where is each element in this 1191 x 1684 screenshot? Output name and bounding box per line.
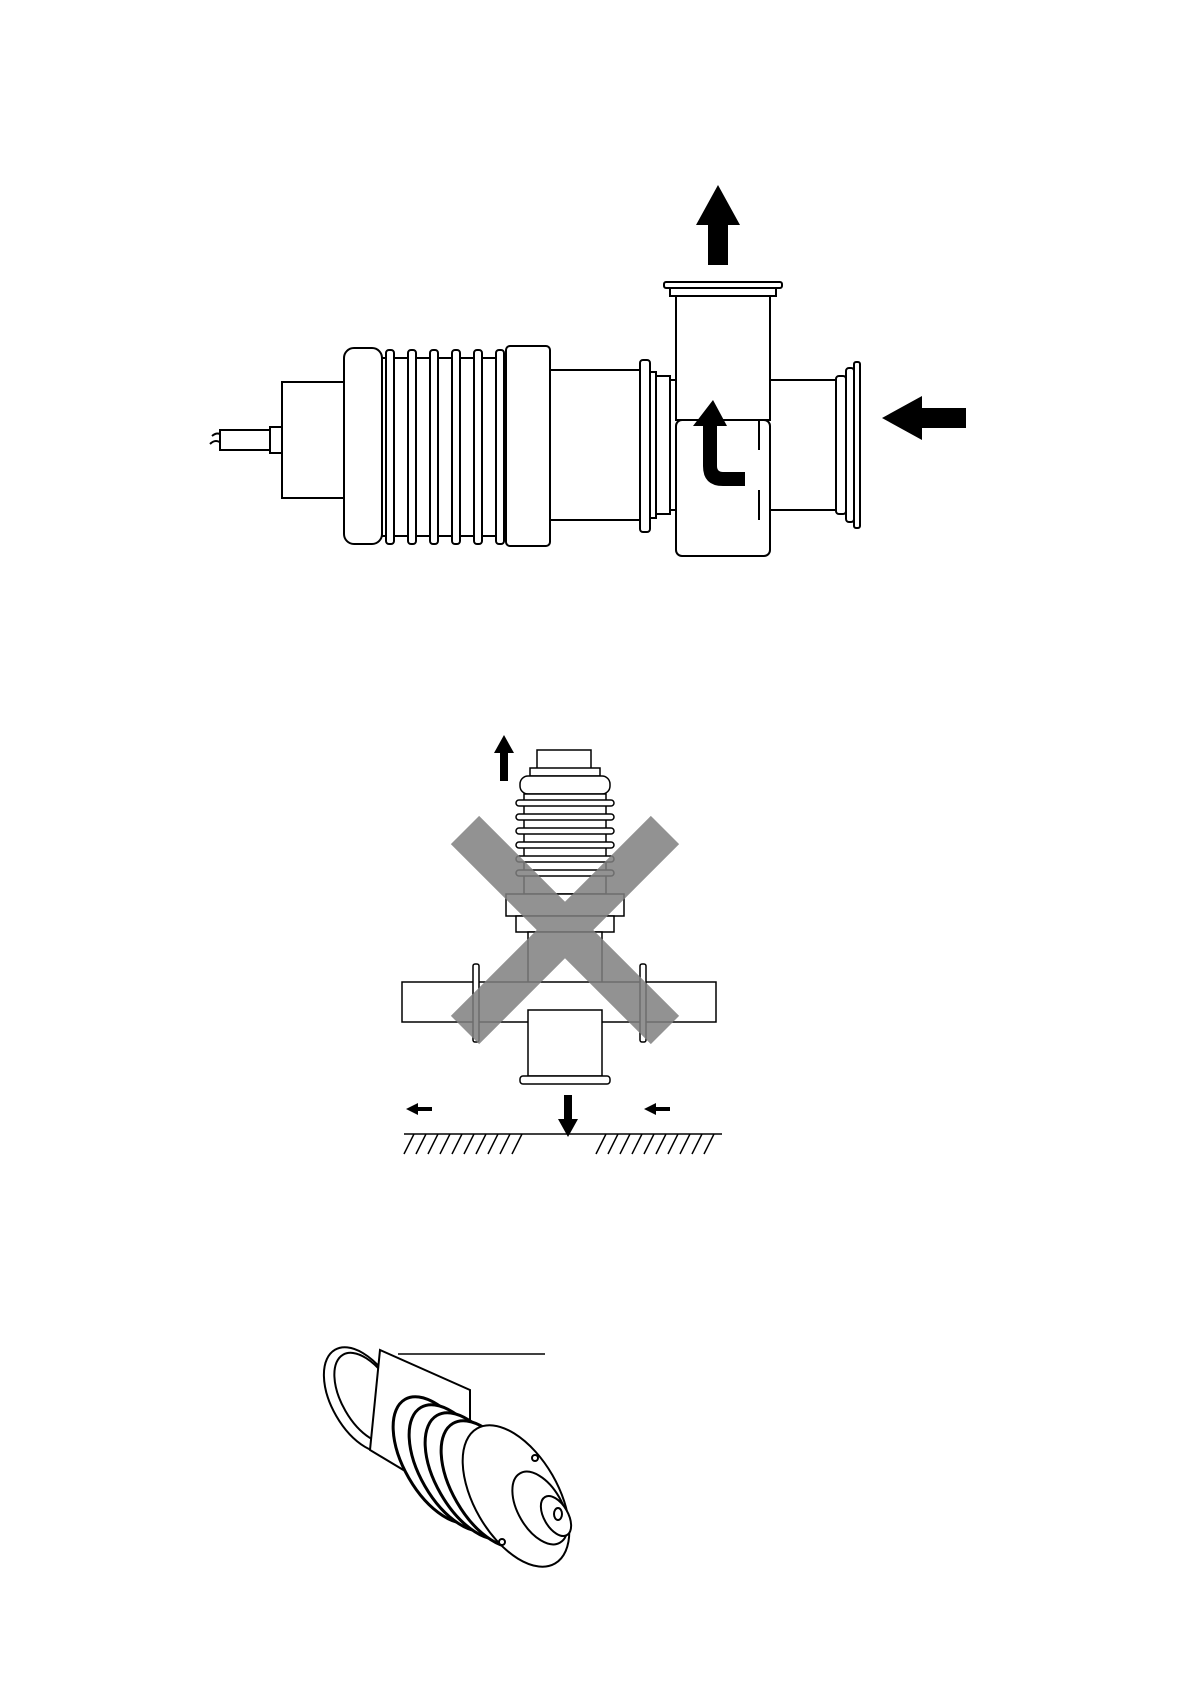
- horizontal-pump-drawing: [0, 150, 1191, 570]
- arrow-left-icon: [882, 396, 966, 440]
- arrow-down-icon: [558, 1095, 578, 1137]
- figure-pump-isometric-view: [0, 1310, 1191, 1580]
- screw-icon: [499, 1539, 505, 1545]
- arrow-up-icon: [494, 735, 514, 781]
- inlet-flange: [836, 362, 860, 528]
- vertical-pump-drawing: [0, 700, 1191, 1160]
- arrow-left-icon: [644, 1103, 670, 1115]
- top-connector-base: [530, 768, 600, 776]
- vertical-lower-body: [528, 1010, 602, 1076]
- motor-housing: [282, 382, 344, 498]
- top-cap: [520, 776, 610, 794]
- vertical-bottom-flange: [520, 1076, 610, 1084]
- end-cap: [344, 348, 382, 544]
- cooling-fins: [382, 350, 506, 544]
- ground-hatching: [404, 1134, 722, 1154]
- screw-icon: [532, 1455, 538, 1461]
- tee-top-flange: [664, 282, 782, 296]
- pump-neck: [550, 370, 640, 520]
- isometric-pump-drawing: [0, 1310, 1191, 1580]
- isometric-connector-pin: [554, 1508, 562, 1520]
- figure-vertical-installation-prohibited: [0, 700, 1191, 1160]
- cable-connector: [210, 427, 282, 453]
- figure-horizontal-installation: [0, 150, 1191, 570]
- neck-clamp: [640, 360, 670, 532]
- arrow-left-icon: [406, 1103, 432, 1115]
- front-flange: [506, 346, 550, 546]
- arrow-up-icon: [696, 185, 740, 265]
